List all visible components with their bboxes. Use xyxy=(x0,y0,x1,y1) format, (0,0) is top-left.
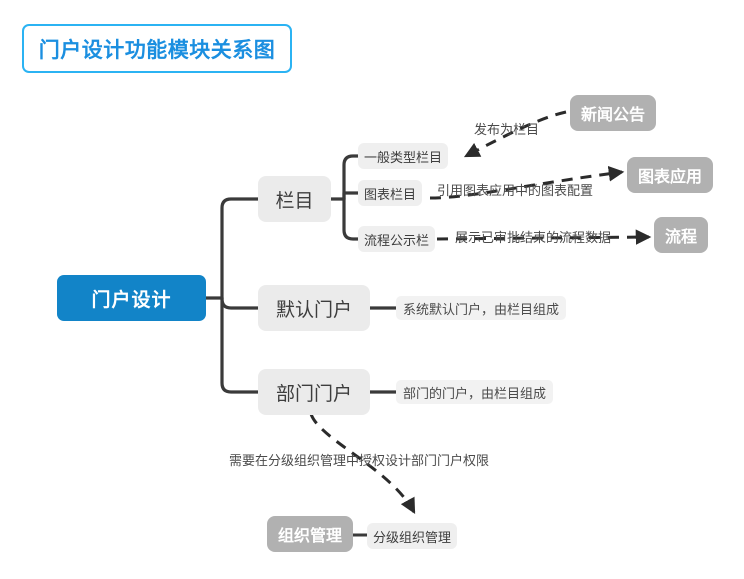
child-node-label: 流程公示栏 xyxy=(364,232,430,248)
diagram-title-box: 门户设计功能模块关系图 xyxy=(22,24,292,73)
root-node-portal-design[interactable]: 门户设计 xyxy=(57,275,206,321)
branch-node-column[interactable]: 栏目 xyxy=(258,176,331,222)
root-node-label: 门户设计 xyxy=(91,289,172,311)
entity-node-flow[interactable]: 流程 xyxy=(654,217,709,253)
child-node-general-column[interactable]: 一般类型栏目 xyxy=(358,143,449,169)
child-node-chart-column[interactable]: 图表栏目 xyxy=(358,180,423,206)
branch-node-dept-portal[interactable]: 部门门户 xyxy=(258,369,370,415)
description-dept-portal: 部门的门户，由栏目组成 xyxy=(396,380,554,404)
edge-label-reference-chart-config: 引用图表应用中的图表配置 xyxy=(437,183,594,198)
child-node-flow-public-column[interactable]: 流程公示栏 xyxy=(358,226,436,252)
entity-node-chart-app[interactable]: 图表应用 xyxy=(627,157,714,193)
branch-node-label: 默认门户 xyxy=(275,299,352,321)
child-node-label: 一般类型栏目 xyxy=(364,149,443,165)
branch-node-default-portal[interactable]: 默认门户 xyxy=(258,285,370,331)
description-label: 部门的门户，由栏目组成 xyxy=(403,385,547,401)
edge-label-show-approved-flow-data: 展示已审批结束的流程数据 xyxy=(455,230,612,245)
edge-label-authorize-dept-portal: 需要在分级组织管理中授权设计部门门户权限 xyxy=(229,453,490,468)
entity-node-label: 新闻公告 xyxy=(581,107,646,124)
child-node-label: 图表栏目 xyxy=(364,186,417,202)
connector-spine-to-bumen xyxy=(220,296,260,394)
entity-node-news-announcement[interactable]: 新闻公告 xyxy=(570,95,657,131)
entity-node-org-management[interactable]: 组织管理 xyxy=(267,516,354,552)
description-hierarchical-org[interactable]: 分级组织管理 xyxy=(367,523,458,549)
connector-lanmu-to-tubiao xyxy=(342,191,360,201)
branch-node-label: 栏目 xyxy=(275,190,314,212)
connector-spine-to-moren xyxy=(220,296,260,310)
description-default-portal: 系统默认门户，由栏目组成 xyxy=(396,296,567,320)
entity-node-label: 图表应用 xyxy=(638,169,703,186)
connector-spine-to-lanmu xyxy=(220,197,260,300)
page-title: 门户设计功能模块关系图 xyxy=(38,38,276,62)
branch-node-label: 部门门户 xyxy=(275,383,352,405)
edge-label-publish-as-column: 发布为栏目 xyxy=(474,122,540,137)
entity-node-label: 流程 xyxy=(665,229,698,246)
entity-node-label: 组织管理 xyxy=(278,528,343,545)
description-label: 系统默认门户，由栏目组成 xyxy=(403,301,560,317)
description-label: 分级组织管理 xyxy=(373,529,452,545)
